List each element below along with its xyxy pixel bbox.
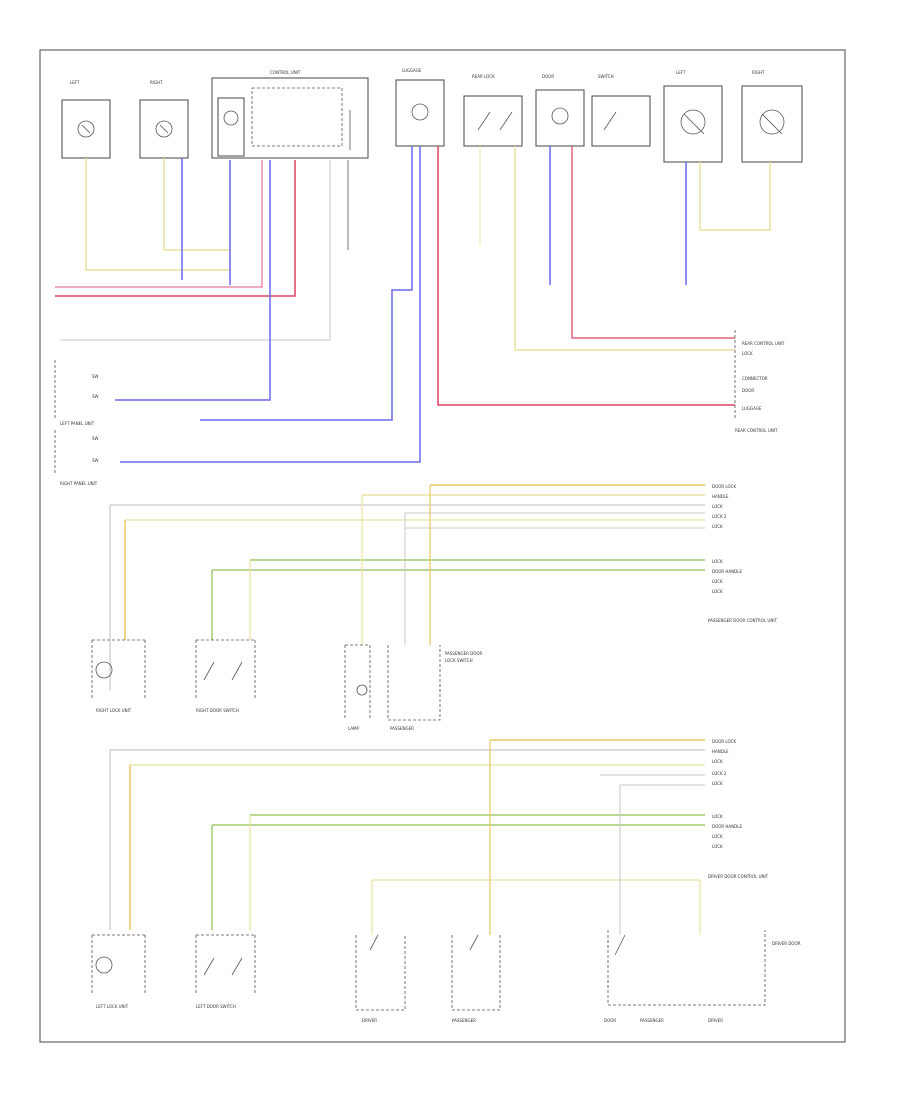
- wires-bottom: [109, 739, 705, 935]
- svg-text:DOOR LOCK: DOOR LOCK: [712, 484, 736, 489]
- svg-text:REAR LOCK: REAR LOCK: [472, 74, 495, 79]
- connector-rear-control-unit: REAR CONTROL UNIT LOCK CONNECTOR DOOR LU…: [734, 330, 785, 433]
- svg-text:RIGHT: RIGHT: [150, 80, 163, 85]
- svg-text:SW: SW: [92, 436, 99, 441]
- svg-text:HANDLE: HANDLE: [712, 494, 729, 499]
- svg-text:LEFT: LEFT: [70, 80, 80, 85]
- svg-text:DRIVER DOOR: DRIVER DOOR: [772, 941, 801, 946]
- svg-text:PASSENGER: PASSENGER: [640, 1018, 664, 1023]
- svg-text:DOOR HANDLE: DOOR HANDLE: [712, 824, 742, 829]
- middle-components: [91, 639, 441, 721]
- svg-text:PASSENGER: PASSENGER: [452, 1018, 476, 1023]
- svg-text:LOCK: LOCK: [712, 559, 723, 564]
- svg-text:DRIVER: DRIVER: [362, 1018, 377, 1023]
- component-switch-1: [463, 95, 523, 147]
- svg-text:SWITCH: SWITCH: [598, 74, 614, 79]
- svg-text:LOCK: LOCK: [712, 814, 723, 819]
- svg-text:DRIVER DOOR CONTROL UNIT: DRIVER DOOR CONTROL UNIT: [708, 874, 769, 879]
- svg-text:RIGHT: RIGHT: [752, 70, 765, 75]
- svg-text:LEFT LOCK UNIT: LEFT LOCK UNIT: [96, 1004, 129, 1009]
- svg-text:RIGHT DOOR SWITCH: RIGHT DOOR SWITCH: [196, 708, 239, 713]
- labels-bottom: LEFT LOCK UNIT LEFT DOOR SWITCH DRIVER P…: [96, 739, 801, 1023]
- svg-text:DOOR: DOOR: [542, 74, 554, 79]
- svg-text:LUGGAGE: LUGGAGE: [402, 68, 422, 73]
- component-actuator-right: [741, 85, 803, 163]
- svg-text:REAR CONTROL UNIT: REAR CONTROL UNIT: [742, 341, 785, 346]
- svg-text:LUGGAGE: LUGGAGE: [742, 406, 762, 411]
- svg-text:LOCK: LOCK: [712, 524, 723, 529]
- svg-text:LOCK: LOCK: [712, 759, 723, 764]
- svg-text:HANDLE: HANDLE: [712, 749, 729, 754]
- svg-text:REAR CONTROL UNIT: REAR CONTROL UNIT: [735, 428, 778, 433]
- svg-text:DOOR: DOOR: [742, 388, 754, 393]
- svg-text:DOOR: DOOR: [604, 1018, 616, 1023]
- wires-middle: [109, 484, 705, 690]
- svg-text:LOCK: LOCK: [742, 351, 753, 356]
- svg-text:PASSENGER DOOR: PASSENGER DOOR: [445, 651, 483, 656]
- svg-text:LOCK: LOCK: [712, 834, 723, 839]
- component-actuator-left: [663, 85, 723, 163]
- svg-text:LOCK 2: LOCK 2: [712, 514, 727, 519]
- svg-text:LOCK: LOCK: [712, 579, 723, 584]
- svg-text:LOCK 2: LOCK 2: [712, 771, 727, 776]
- svg-text:LOCK: LOCK: [712, 844, 723, 849]
- svg-text:LAMP: LAMP: [348, 726, 360, 731]
- svg-text:LEFT DOOR SWITCH: LEFT DOOR SWITCH: [196, 1004, 236, 1009]
- svg-text:CONTROL UNIT: CONTROL UNIT: [270, 70, 301, 75]
- svg-text:LEFT: LEFT: [676, 70, 686, 75]
- svg-text:LOCK SWITCH: LOCK SWITCH: [445, 658, 473, 663]
- svg-text:CONNECTOR: CONNECTOR: [742, 376, 768, 381]
- diagram-frame: [39, 49, 846, 1043]
- svg-text:RIGHT LOCK UNIT: RIGHT LOCK UNIT: [96, 708, 132, 713]
- svg-text:SW: SW: [92, 458, 99, 463]
- svg-text:PASSENGER DOOR CONTROL UNIT: PASSENGER DOOR CONTROL UNIT: [708, 618, 778, 623]
- svg-text:DRIVER: DRIVER: [708, 1018, 723, 1023]
- svg-text:RIGHT PANEL UNIT: RIGHT PANEL UNIT: [60, 481, 98, 486]
- wires-top: [55, 146, 771, 463]
- svg-text:LOCK: LOCK: [712, 781, 723, 786]
- svg-text:LEFT PANEL UNIT: LEFT PANEL UNIT: [60, 421, 95, 426]
- component-control-unit-top: [211, 77, 369, 159]
- svg-text:LOCK: LOCK: [712, 589, 723, 594]
- svg-text:SW: SW: [92, 374, 99, 379]
- component-lamp-2: [535, 89, 585, 147]
- component-switch-2: [591, 95, 651, 147]
- svg-text:DOOR HANDLE: DOOR HANDLE: [712, 569, 742, 574]
- labels-middle: RIGHT LOCK UNIT RIGHT DOOR SWITCH LAMP P…: [96, 484, 778, 731]
- svg-text:DOOR LOCK: DOOR LOCK: [712, 739, 736, 744]
- component-left-panel: SW SW SW SW LEFT PANEL UNIT RIGHT PANEL …: [54, 360, 99, 486]
- labels-top: LEFT RIGHT CONTROL UNIT LUGGAGE REAR LOC…: [70, 68, 765, 85]
- svg-text:SW: SW: [92, 394, 99, 399]
- component-right-lamp: [139, 99, 189, 159]
- svg-text:LOCK: LOCK: [712, 504, 723, 509]
- component-lamp-center: [395, 79, 445, 147]
- svg-text:PASSENGER: PASSENGER: [390, 726, 414, 731]
- component-left-lamp: [61, 99, 111, 159]
- bottom-components: [91, 930, 766, 1011]
